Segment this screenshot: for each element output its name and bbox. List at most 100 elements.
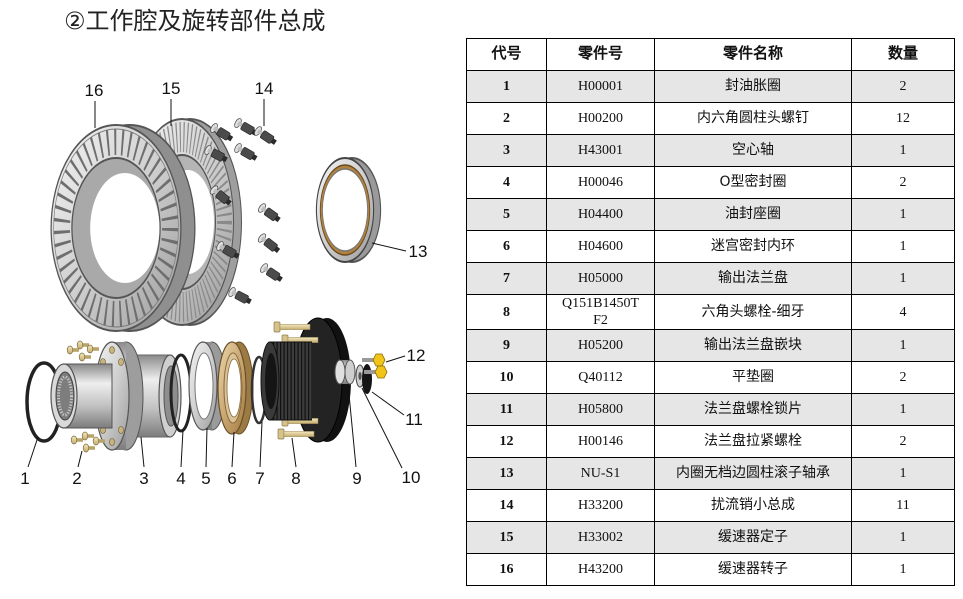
- callout-label-13: 13: [409, 242, 428, 261]
- cell-code: 6: [466, 230, 547, 263]
- callout-label-9: 9: [352, 469, 361, 488]
- cell-name: 缓速器定子: [654, 521, 852, 554]
- cell-name: 内六角圆柱头螺钉: [654, 102, 852, 135]
- header-code: 代号: [466, 38, 547, 71]
- leader-line-5: [205, 427, 208, 468]
- spoiler-pin: [252, 124, 279, 148]
- leader-line-3: [140, 436, 145, 468]
- cell-code: 16: [466, 553, 547, 586]
- cell-name: 封油胀圈: [654, 70, 852, 103]
- cell-part-no: H05200: [546, 329, 655, 362]
- callout-label-1: 1: [20, 469, 29, 488]
- cell-part-no: H00046: [546, 166, 655, 199]
- leader-line-8: [291, 437, 297, 468]
- cell-code: 7: [466, 262, 547, 295]
- cell-code: 11: [466, 393, 547, 426]
- labyrinth-ring-part-6: [217, 341, 254, 435]
- cell-code: 10: [466, 361, 547, 394]
- leader-line-4: [180, 429, 184, 468]
- cell-name: 油封座圈: [654, 198, 852, 231]
- rotor-part-16: [50, 124, 196, 332]
- leader-line-7: [259, 421, 263, 468]
- cell-code: 8: [466, 294, 547, 330]
- cell-code: 14: [466, 489, 547, 522]
- cell-part-no: NU-S1: [546, 457, 655, 490]
- cell-code: 3: [466, 134, 547, 167]
- cell-part-no: H05800: [546, 393, 655, 426]
- leader-line-9: [347, 383, 357, 468]
- socket-screw: [82, 443, 96, 453]
- bearing-part-13: [315, 157, 382, 263]
- spoiler-pin: [256, 231, 283, 256]
- output-flange-part-8: [260, 317, 351, 443]
- callout-labels: 1 2 3 4 5 6 7 8 9 10 11 12 13 14 15 16: [20, 79, 427, 488]
- cell-code: 9: [466, 329, 547, 362]
- callout-label-8: 8: [291, 469, 300, 488]
- cell-part-no: H05000: [546, 262, 655, 295]
- leader-line-10: [361, 387, 403, 469]
- lock-plate-part-11: [362, 364, 372, 394]
- leader-lines: [27, 99, 407, 469]
- cell-qty: 4: [851, 294, 955, 330]
- cell-name: 空心轴: [654, 134, 852, 167]
- header-part-no: 零件号: [546, 38, 655, 71]
- cell-name: 缓速器转子: [654, 553, 852, 586]
- parts-table-head: 代号 零件号 零件名称 数量: [466, 38, 955, 71]
- exploded-view-diagram: 1 2 3 4 5 6 7 8 9 10 11 12 13 14 15 16: [20, 79, 427, 488]
- clamp-bolts-part-12: [362, 353, 388, 379]
- cell-qty: 1: [851, 393, 955, 426]
- oil-seal-seat-part-5: [188, 341, 227, 431]
- cell-name: 平垫圈: [654, 361, 852, 394]
- callout-label-16: 16: [85, 81, 104, 100]
- cell-code: 13: [466, 457, 547, 490]
- spoiler-pin: [232, 141, 260, 164]
- cell-qty: 1: [851, 329, 955, 362]
- cell-qty: 1: [851, 521, 955, 554]
- header-name: 零件名称: [654, 38, 852, 71]
- callout-label-11: 11: [405, 410, 423, 429]
- leader-line-11: [371, 391, 405, 416]
- cell-part-no: Q40112: [546, 361, 655, 394]
- callout-label-14: 14: [255, 79, 274, 98]
- leader-line-1: [27, 436, 39, 468]
- socket-screw: [78, 352, 92, 362]
- flange-insert-part-9: [334, 359, 356, 385]
- cell-qty: 11: [851, 489, 955, 522]
- cell-qty: 2: [851, 361, 955, 394]
- leader-line-6: [231, 431, 235, 468]
- cell-name: 迷宫密封内环: [654, 230, 852, 263]
- callout-label-6: 6: [227, 469, 236, 488]
- cell-part-no: H33200: [546, 489, 655, 522]
- cell-qty: 1: [851, 198, 955, 231]
- cell-name: 法兰盘螺栓锁片: [654, 393, 852, 426]
- cell-part-no: H04600: [546, 230, 655, 263]
- spoiler-pin: [226, 285, 254, 307]
- socket-screw: [86, 344, 100, 354]
- page-title: ②工作腔及旋转部件总成: [64, 7, 326, 35]
- cell-code: 12: [466, 425, 547, 458]
- cell-qty: 2: [851, 425, 955, 458]
- cell-part-no: H04400: [546, 198, 655, 231]
- cell-part-no: H43200: [546, 553, 655, 586]
- cell-code: 15: [466, 521, 547, 554]
- callout-label-12: 12: [407, 346, 426, 365]
- cell-qty: 1: [851, 553, 955, 586]
- socket-screw: [81, 431, 95, 441]
- spoiler-pin: [258, 261, 285, 285]
- cell-name: 扰流销小总成: [654, 489, 852, 522]
- cell-part-no: H00001: [546, 70, 655, 103]
- cell-code: 4: [466, 166, 547, 199]
